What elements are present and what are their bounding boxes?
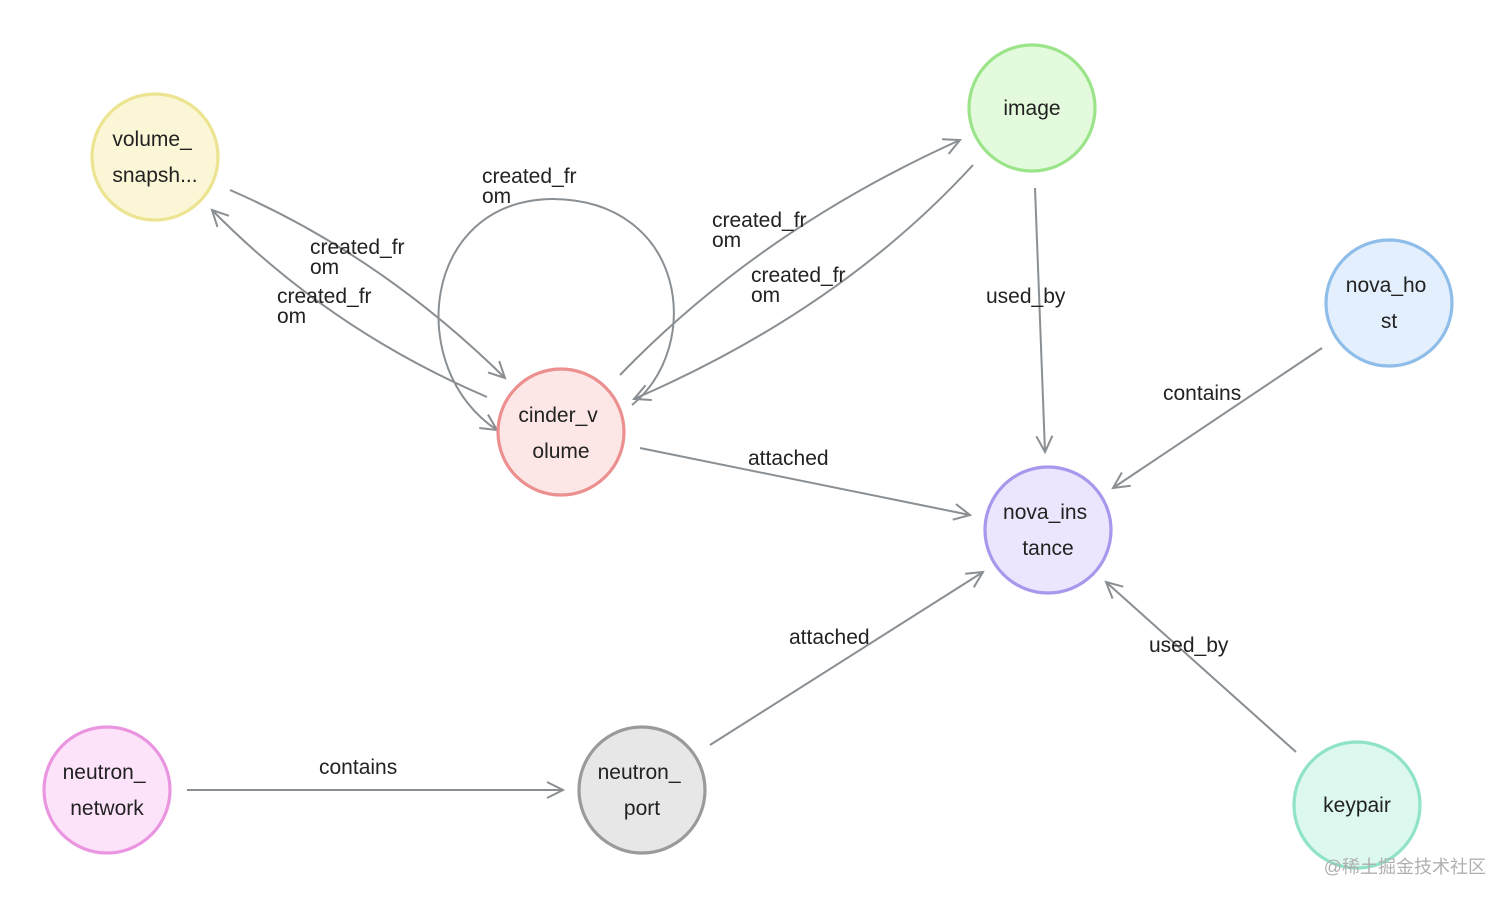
node-label: neutron_ network xyxy=(63,761,152,820)
node-keypair[interactable]: keypair xyxy=(1292,740,1422,870)
edge-snapshot-to-volume[interactable]: created_fr om xyxy=(229,189,505,378)
edge-host-to-instance[interactable]: contains xyxy=(1113,347,1323,488)
node-volume-snapshot[interactable]: volume_ snapsh... xyxy=(90,92,220,222)
edge-image-to-instance[interactable]: used_by xyxy=(986,187,1066,452)
node-label: image xyxy=(1003,97,1060,120)
node-neutron-network[interactable]: neutron_ network xyxy=(42,725,172,855)
edge-volume-to-snapshot[interactable]: created_fr om xyxy=(212,210,488,398)
node-neutron-port[interactable]: neutron_ port xyxy=(577,725,707,855)
edge-keypair-to-instance[interactable]: used_by xyxy=(1106,582,1297,753)
edge-label: attached xyxy=(748,447,829,470)
edge-port-to-instance[interactable]: attached xyxy=(709,572,983,746)
edge-label: created_fr om xyxy=(277,285,377,328)
edge-label: attached xyxy=(789,626,870,649)
edge-volume-self-loop[interactable]: created_fr om xyxy=(437,165,675,430)
edge-network-to-port[interactable]: contains xyxy=(187,756,563,790)
edge-label: used_by xyxy=(1149,634,1229,657)
edge-label: used_by xyxy=(986,285,1066,308)
node-image[interactable]: image xyxy=(967,43,1097,173)
edge-label: created_fr om xyxy=(482,165,582,208)
node-label: keypair xyxy=(1323,794,1391,817)
node-label: neutron_ port xyxy=(598,761,687,820)
edge-volume-to-image[interactable]: created_fr om xyxy=(619,140,960,376)
edge-label: created_fr om xyxy=(712,209,812,252)
edge-label: created_fr om xyxy=(310,236,410,279)
edge-image-to-volume[interactable]: created_fr om xyxy=(634,164,974,399)
edge-label: contains xyxy=(319,756,397,779)
watermark-text: @稀土掘金技术社区 xyxy=(1324,857,1486,877)
edge-volume-to-instance[interactable]: attached xyxy=(639,447,970,515)
edge-label: created_fr om xyxy=(751,264,851,307)
edge-label: contains xyxy=(1163,382,1241,405)
node-cinder-volume[interactable]: cinder_v olume xyxy=(496,367,626,497)
node-nova-host[interactable]: nova_ho st xyxy=(1324,238,1454,368)
node-label: volume_ snapsh... xyxy=(112,128,197,187)
node-label: cinder_v olume xyxy=(518,404,603,463)
node-label: nova_ho st xyxy=(1346,274,1432,333)
node-nova-instance[interactable]: nova_ins tance xyxy=(983,465,1113,595)
node-label: nova_ins tance xyxy=(1003,501,1093,560)
